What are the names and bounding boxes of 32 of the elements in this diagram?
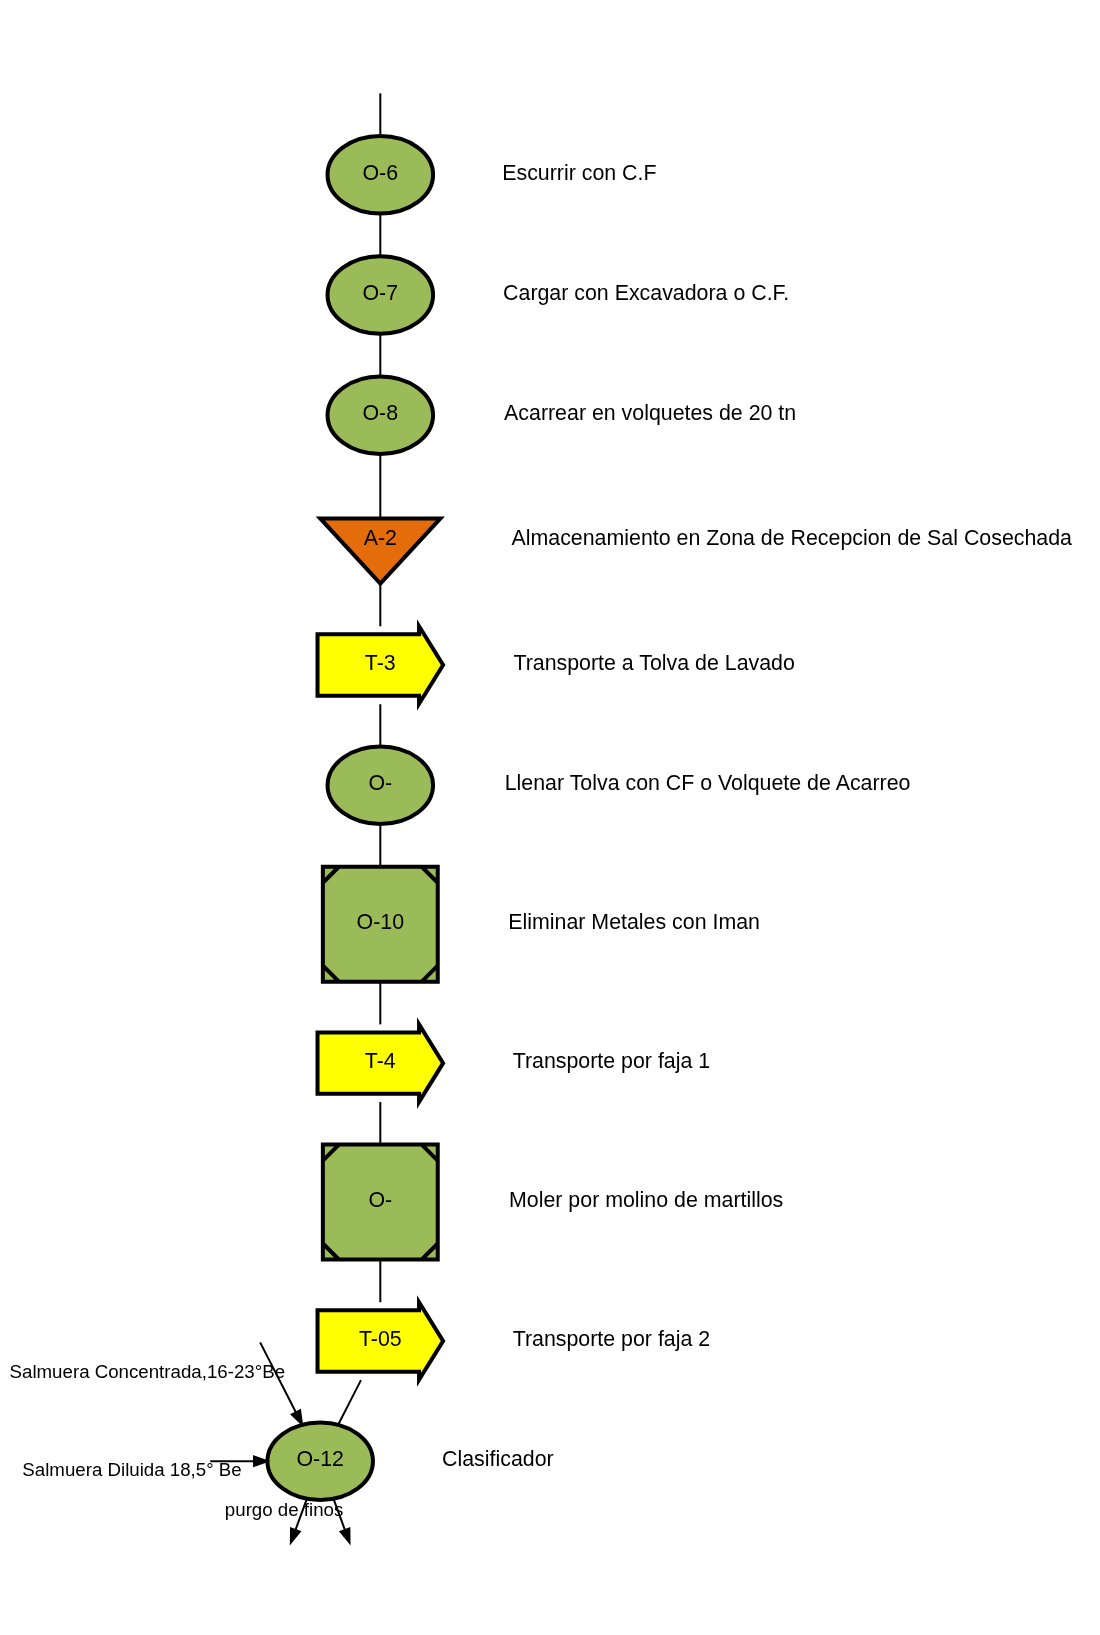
node-label: Escurrir con C.F [502, 160, 657, 185]
node-ellipse: O-6 [325, 133, 436, 216]
node-label: Eliminar Metales con Iman [508, 909, 760, 934]
connector [379, 332, 382, 377]
node-label: Almacenamiento en Zona de Recepcion de Sal Cosechada [511, 525, 1072, 550]
node-label: Llenar Tolva con CF o Volquete de Acarreo [504, 770, 911, 795]
node-label: Moler por molino de martillos [509, 1187, 784, 1212]
edge-label: Salmuera Diluida 18,5° Be [22, 1458, 242, 1480]
connector [379, 91, 382, 137]
arrow [289, 1497, 308, 1545]
node-label: Transporte por faja 2 [512, 1326, 711, 1351]
node-label: Transporte por faja 1 [512, 1048, 711, 1073]
arrow [209, 1454, 271, 1467]
node-ellipse: O- [325, 744, 436, 826]
arrow [332, 1497, 351, 1545]
node-label: Clasificador [442, 1446, 554, 1471]
node-ellipse: O-12 [265, 1419, 375, 1502]
node-label: Acarrear en volquetes de 20 tn [504, 400, 797, 425]
connector [379, 1258, 382, 1303]
connector [379, 980, 382, 1025]
connector [379, 212, 382, 257]
connector [379, 822, 382, 867]
connector [379, 702, 382, 747]
node-label: Cargar con Excavadora o C.F. [503, 280, 790, 305]
arrow [259, 1340, 304, 1427]
connector [379, 453, 382, 519]
node-label: Transporte a Tolva de Lavado [513, 650, 795, 675]
node-ellipse: O-8 [325, 374, 436, 456]
node-ellipse: O-7 [325, 253, 436, 336]
connector [379, 582, 382, 627]
connector [337, 1378, 362, 1425]
connector [379, 1100, 382, 1145]
